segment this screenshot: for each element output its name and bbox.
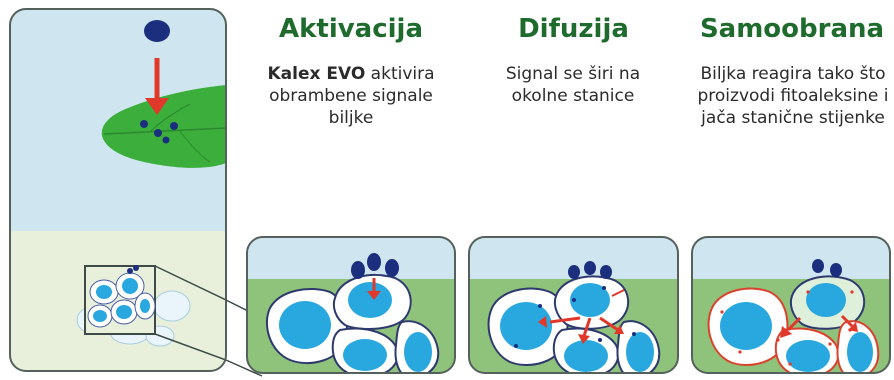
step3-border [691,236,891,374]
molecule-icon [385,259,399,277]
molecule-icon [568,265,580,279]
step3-panel [692,237,890,373]
step1-text: aktivira obrambene signale biljke [269,64,435,128]
step2-border [468,236,679,374]
leaf-midrib [103,127,226,135]
product-name: Kalex EVO [267,64,366,84]
molecule-icon [830,263,842,277]
down-arrow-icon [367,291,381,300]
down-arrow-head [145,98,169,115]
step3-description: Biljka reagira tako što proizvodi fitoal… [697,64,889,128]
molecule-icon [367,253,381,271]
leaf-shape [101,85,226,168]
leaf-vein [149,103,191,133]
molecule-icon [584,261,596,275]
step1-description: Kalex EVO aktivira obrambene signale bil… [247,63,455,129]
step2-title: Difuzija [518,14,629,44]
leaf-vein [179,130,211,163]
molecule-icon [351,261,365,279]
overview-border [9,8,227,372]
arrow-down-icon [578,334,590,344]
zoom-line [154,265,226,301]
molecule-dot [162,136,170,144]
arrow-down-right-icon [848,322,858,332]
molecule-dot [154,129,162,137]
tissue-cluster [76,265,191,347]
arrow-left-icon [538,316,547,328]
zoom-line [154,333,226,361]
molecule-dot [170,122,178,130]
arrow-right-icon [614,325,624,334]
molecule-icon [600,265,612,279]
step2-description: Signal se širi na okolne stanice [505,64,641,106]
arrow-down-left-icon [780,326,792,338]
zoom-line [225,359,263,377]
molecule-icon [144,20,170,42]
overview-panel [10,9,226,371]
step1-border [246,236,456,374]
step1-title: Aktivacija [278,14,424,44]
step2-panel [469,237,678,373]
step3-title: Samoobrana [699,14,885,44]
molecule-dot [140,120,148,128]
molecule-icon [812,259,824,273]
step1-panel [247,237,455,373]
